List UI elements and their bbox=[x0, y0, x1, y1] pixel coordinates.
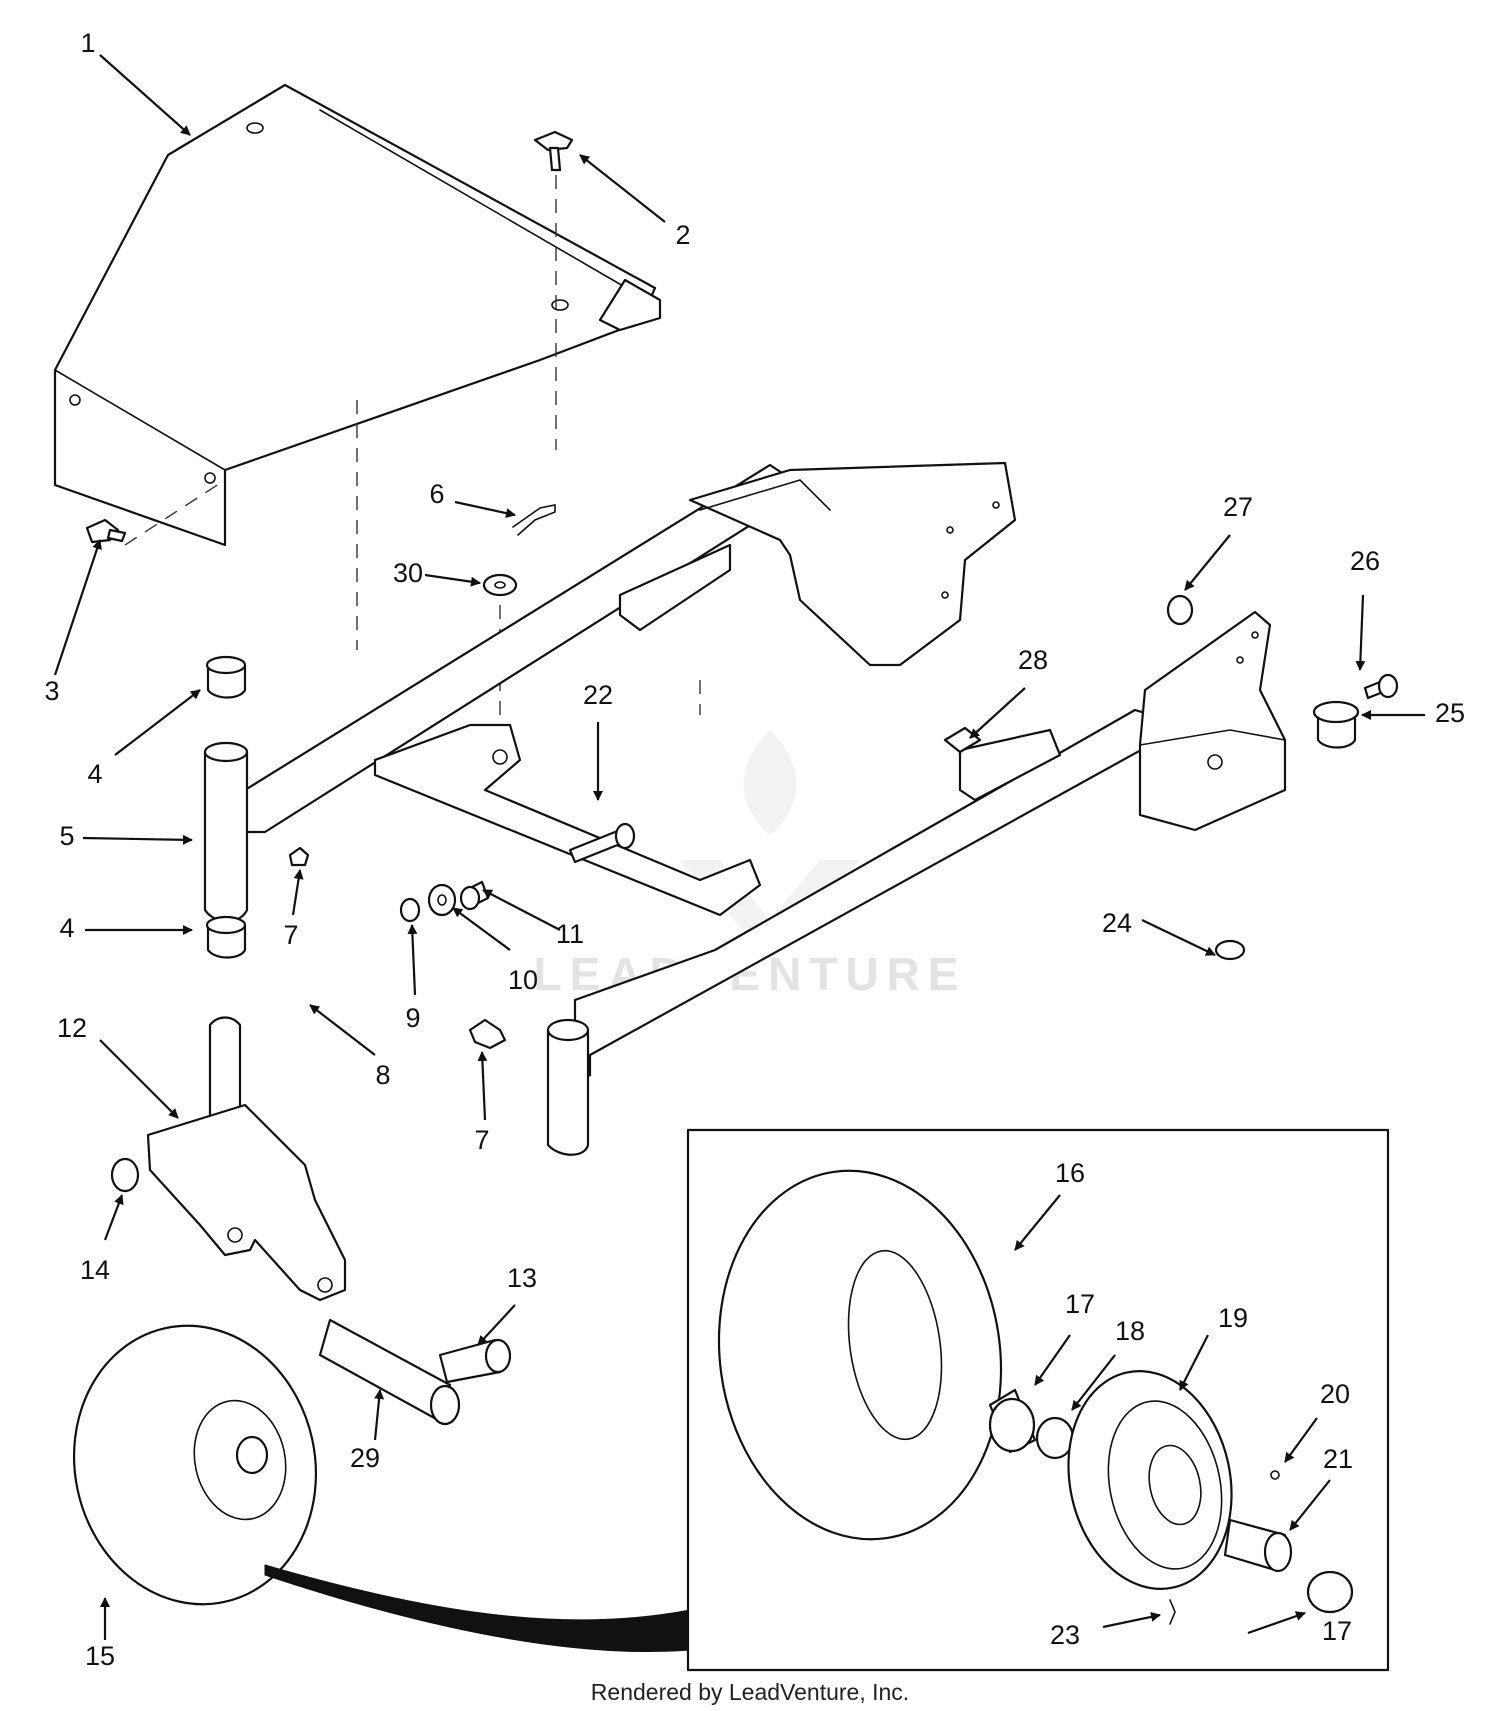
part-spacer-21 bbox=[1223, 1518, 1293, 1573]
part-plug-27 bbox=[1166, 594, 1194, 626]
callout-20: 20 bbox=[1320, 1379, 1350, 1409]
callout-30: 30 bbox=[393, 558, 423, 588]
callout-7-top: 7 bbox=[283, 920, 298, 950]
part-bushing-4-top bbox=[205, 655, 247, 699]
callout-9: 9 bbox=[405, 1003, 420, 1033]
part-hairpin-clip-6 bbox=[512, 504, 556, 536]
callout-28: 28 bbox=[1018, 645, 1048, 675]
part-tire-16 bbox=[717, 1169, 1003, 1541]
part-caster-fork-12 bbox=[146, 1016, 347, 1302]
callout-19: 19 bbox=[1218, 1303, 1248, 1333]
callout-24: 24 bbox=[1102, 908, 1132, 938]
part-bushing-4-bottom bbox=[205, 915, 247, 959]
callout-4-top: 4 bbox=[87, 759, 102, 789]
callout-6: 6 bbox=[429, 479, 444, 509]
part-washer-10 bbox=[427, 883, 457, 917]
part-shield-cover bbox=[53, 83, 662, 547]
part-pin-23 bbox=[1169, 1599, 1176, 1625]
callout-2: 2 bbox=[675, 220, 690, 250]
part-bushing-11 bbox=[459, 880, 490, 911]
part-hub-19 bbox=[1067, 1370, 1233, 1590]
part-knob-3 bbox=[85, 518, 127, 544]
part-bolt-22 bbox=[568, 822, 636, 864]
part-spacer-29 bbox=[318, 1318, 461, 1426]
part-grease-fitting-7a bbox=[288, 846, 310, 867]
part-grease-fitting-7b bbox=[468, 1018, 507, 1050]
footer-credit: Rendered by LeadVenture, Inc. bbox=[591, 1679, 909, 1705]
callout-27: 27 bbox=[1223, 492, 1253, 522]
part-bolt-13 bbox=[438, 1338, 512, 1384]
callout-23: 23 bbox=[1050, 1620, 1080, 1650]
part-knob-2 bbox=[533, 130, 574, 172]
part-pivot-tube-right bbox=[546, 1018, 590, 1156]
part-bushing-17b bbox=[1306, 1570, 1354, 1614]
callout-29: 29 bbox=[350, 1443, 380, 1473]
part-fitting-14 bbox=[110, 1157, 140, 1193]
part-pivot-tube-5 bbox=[203, 741, 249, 923]
callout-25: 25 bbox=[1435, 698, 1465, 728]
callout-12: 12 bbox=[57, 1013, 87, 1043]
callout-26: 26 bbox=[1350, 546, 1380, 576]
part-ring-24 bbox=[1214, 939, 1246, 961]
part-bushing-17a bbox=[988, 1388, 1037, 1454]
callout-13: 13 bbox=[507, 1263, 537, 1293]
callout-1: 1 bbox=[80, 28, 95, 58]
part-main-frame bbox=[243, 461, 1287, 1087]
callout-7-bottom: 7 bbox=[474, 1125, 489, 1155]
callout-15: 15 bbox=[85, 1641, 115, 1671]
part-sleeve-18 bbox=[1035, 1416, 1075, 1460]
callout-8: 8 bbox=[375, 1060, 390, 1090]
callout-17-bottom: 17 bbox=[1322, 1616, 1352, 1646]
callout-21: 21 bbox=[1323, 1444, 1353, 1474]
callout-22: 22 bbox=[583, 680, 613, 710]
callout-3: 3 bbox=[44, 676, 59, 706]
callout-17-top: 17 bbox=[1065, 1289, 1095, 1319]
part-bolt-26 bbox=[1363, 673, 1399, 700]
part-fitting-20 bbox=[1270, 1470, 1280, 1480]
callout-10: 10 bbox=[508, 965, 538, 995]
callout-4-bottom: 4 bbox=[59, 913, 74, 943]
belt-shadow bbox=[264, 1564, 691, 1653]
part-washer-30 bbox=[482, 573, 518, 597]
callout-18: 18 bbox=[1115, 1316, 1145, 1346]
callout-14: 14 bbox=[80, 1255, 110, 1285]
part-wheel-15 bbox=[72, 1324, 318, 1606]
leader-lines bbox=[53, 54, 1425, 1640]
part-washer-9 bbox=[399, 897, 421, 923]
part-bushing-25 bbox=[1312, 700, 1360, 749]
callout-16: 16 bbox=[1055, 1158, 1085, 1188]
callout-5: 5 bbox=[59, 821, 74, 851]
callout-11: 11 bbox=[556, 919, 584, 949]
